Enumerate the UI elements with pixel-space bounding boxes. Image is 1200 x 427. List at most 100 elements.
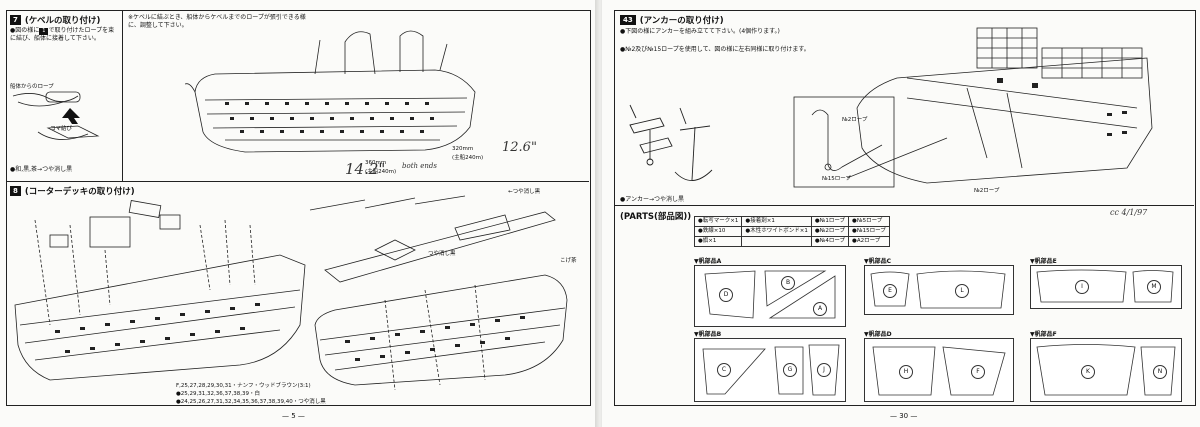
step7-note2: ※ケベルに結ぶとき、船体からケベルまでのロープが張引できる様に、調整して下さい。 — [128, 14, 306, 29]
parts-cell: ●№5ロープ — [848, 216, 890, 227]
piece-i: I — [1075, 280, 1089, 294]
rope-label-no15: №15ロープ — [822, 176, 851, 182]
step7-instruction-box: 1 — [39, 28, 49, 35]
sail-group-d: H F — [864, 338, 1014, 402]
step7-paint-note: ●和,黒,茶→つや消し黒 — [10, 166, 73, 173]
sail-group-a-drawing — [704, 270, 836, 319]
hand-note-2: 12.6" — [502, 140, 537, 155]
sail-group-e-label: ▼帆部品E — [1030, 258, 1057, 265]
step7-hull-drawing — [185, 30, 476, 153]
sail-group-b-label: ▼帆部品B — [694, 331, 722, 338]
left-frame — [6, 10, 591, 406]
step8-paint-line-1: F,25,27,28,29,30,31・ナンフ・ウッドブラウン(3:1) — [176, 383, 311, 389]
hand-note-3: both ends — [402, 162, 437, 170]
piece-e: E — [883, 284, 897, 298]
sail-group-b: C G J — [694, 338, 846, 402]
parts-cell: ●№1ロープ — [810, 216, 850, 227]
step8-title: (コーターデッキの取り付け) — [24, 187, 135, 197]
hand-note-1: 14.2" — [345, 160, 386, 178]
piece-l: L — [955, 284, 969, 298]
left-h-divider — [6, 181, 589, 182]
step7-header: 7 (ケベルの取り付け) — [10, 14, 100, 26]
step8-paint-line-3: ●24,25,26,27,31,32,34,35,36,37,38,39,40・… — [176, 399, 326, 405]
rope-label-no2-bottom: №2ロープ — [974, 188, 1000, 194]
parts-header: (PARTS(部品図)) — [620, 212, 692, 222]
parts-cell: ●木性ホワイトボンド×1 — [741, 226, 812, 237]
step8-paint-line-2: ●25,29,31,32,36,37,38,39・白 — [176, 391, 261, 397]
step8-ship-left-drawing — [14, 200, 306, 381]
step8-gloss-note: ←つや消し黒 — [508, 189, 541, 195]
sail-group-c-label: ▼帆部品C — [864, 258, 892, 265]
right-page-number: — 30 — — [890, 412, 918, 420]
piece-n: N — [1153, 365, 1167, 379]
parts-cell: ●A2ロープ — [848, 236, 890, 247]
sail-group-e-drawing — [1036, 269, 1174, 303]
step8-number: 8 — [10, 186, 21, 196]
parts-cell: ●№2ロープ — [810, 226, 850, 237]
parts-cell: ●旗×1 — [693, 236, 743, 247]
step43-ship-drawing — [847, 27, 1153, 184]
piece-h: H — [899, 365, 913, 379]
sail-group-e: I M — [1030, 265, 1182, 309]
step8-ship-right-drawing — [309, 195, 568, 391]
sail-group-d-drawing — [872, 346, 1006, 396]
piece-d: D — [719, 288, 733, 302]
piece-f: F — [971, 365, 985, 379]
step43-anchor-note: ●アンカー→つや消し黒 — [620, 196, 685, 203]
step7-dim2b: (主船240m) — [452, 155, 484, 161]
parts-cell: ●転写マーク×1 — [693, 216, 743, 227]
parts-row: ●旗×1 ●№4ロープ ●A2ロープ — [693, 236, 890, 247]
step43-instruction2: ●№2及び№15ロープを使用して、図の様に左右同様に取り付けます。 — [620, 46, 810, 53]
step7-dim1b: (主船240m) — [365, 169, 397, 175]
piece-j: J — [817, 363, 831, 377]
sail-group-c: E L — [864, 265, 1014, 315]
parts-cell: ●接着剤×1 — [741, 216, 812, 227]
sail-group-a-label: ▼帆部品A — [694, 258, 722, 265]
left-page-number: — 5 — — [282, 412, 305, 420]
step7-dim2: 320mm — [452, 146, 474, 152]
piece-g: G — [783, 363, 797, 377]
step8-koge-note: こげ茶 — [560, 258, 577, 264]
sail-group-f: K N — [1030, 338, 1182, 402]
left-v-divider — [122, 10, 123, 181]
piece-a: A — [813, 302, 827, 316]
knot-label: コマ結び — [50, 126, 73, 132]
parts-row: ●転写マーク×1 ●接着剤×1 ●№1ロープ ●№5ロープ — [693, 216, 890, 227]
step43-number: 43 — [620, 15, 636, 25]
sail-group-b-drawing — [702, 344, 840, 396]
parts-table: ●転写マーク×1 ●接着剤×1 ●№1ロープ ●№5ロープ ●鉄線×10 ●木性… — [693, 216, 890, 247]
step43-title: (アンカーの取り付け) — [639, 16, 724, 26]
right-frame — [614, 10, 1196, 406]
step8-header: 8 (コーターデッキの取り付け) — [10, 185, 135, 197]
parts-cell: ●№15ロープ — [848, 226, 890, 237]
step7-instruction-text: ●図の様に — [10, 27, 40, 34]
rope-label: 船体からのロープ — [10, 84, 54, 90]
anchor-drawing — [629, 104, 713, 181]
step8-tsuya-note: つや消し黒 — [428, 251, 456, 257]
step7-instruction-rest: で取り付けたロープを束に結び、船体に接着して下さい。 — [10, 27, 115, 42]
step7-dim1: 360mm — [365, 160, 387, 166]
right-page: 43 (アンカーの取り付け) ●下図の様にアンカーを組み立てて下さい。(4個作り… — [602, 0, 1200, 427]
parts-cell: ●№4ロープ — [810, 236, 850, 247]
binding-gutter — [595, 0, 605, 427]
parts-row: ●鉄線×10 ●木性ホワイトボンド×1 ●№2ロープ ●№15ロープ — [693, 226, 890, 237]
piece-k: K — [1081, 365, 1095, 379]
piece-b: B — [781, 276, 795, 290]
knot-diagram — [12, 91, 100, 140]
parts-cell — [741, 236, 812, 247]
hand-date: cc 4/1/97 — [1110, 208, 1148, 217]
piece-c: C — [717, 363, 731, 377]
sail-group-f-drawing — [1036, 344, 1176, 396]
piece-m: M — [1147, 280, 1161, 294]
rope-label-no2-top: №2ロープ — [842, 117, 868, 123]
sail-group-f-label: ▼帆部品F — [1030, 331, 1057, 338]
step7-number: 7 — [10, 15, 21, 25]
rope-detail-drawing — [793, 96, 895, 188]
step43-header: 43 (アンカーの取り付け) — [620, 14, 724, 26]
sail-group-c-drawing — [870, 270, 1006, 309]
step43-instruction: ●下図の様にアンカーを組み立てて下さい。(4個作ります。) — [620, 28, 780, 35]
parts-cell: ●鉄線×10 — [693, 226, 743, 237]
